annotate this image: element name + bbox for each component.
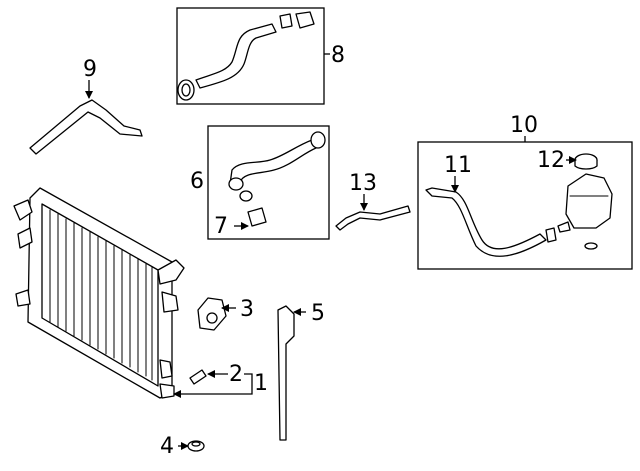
callout-3: 3 [240, 297, 254, 322]
air-deflector [277, 305, 295, 441]
callout-5: 5 [311, 301, 325, 326]
reservoir-tank [557, 173, 613, 250]
callout-1: 1 [254, 371, 268, 396]
callout-7: 7 [214, 214, 228, 239]
callout-12: 12 [537, 148, 565, 173]
callout-11: 11 [444, 153, 472, 178]
callout-6: 6 [190, 169, 204, 194]
callout-13: 13 [349, 171, 377, 196]
reservoir-hose [425, 187, 557, 257]
radiator [13, 187, 185, 399]
lower-hose [228, 131, 326, 227]
callout-4: 4 [160, 434, 174, 459]
callout-2: 2 [229, 362, 243, 387]
callout-9: 9 [83, 57, 97, 82]
upper-hose [177, 11, 315, 101]
overflow-hose [29, 99, 143, 155]
callout-8: 8 [331, 43, 345, 68]
reservoir-cap [574, 153, 598, 170]
hose-connector [197, 297, 227, 331]
box-upper-hose [176, 7, 325, 105]
callout-10: 10 [510, 113, 538, 138]
grommet [187, 440, 205, 452]
box-lower-hose [207, 125, 330, 240]
bypass-hose [335, 205, 411, 231]
drain-plug [189, 369, 207, 385]
